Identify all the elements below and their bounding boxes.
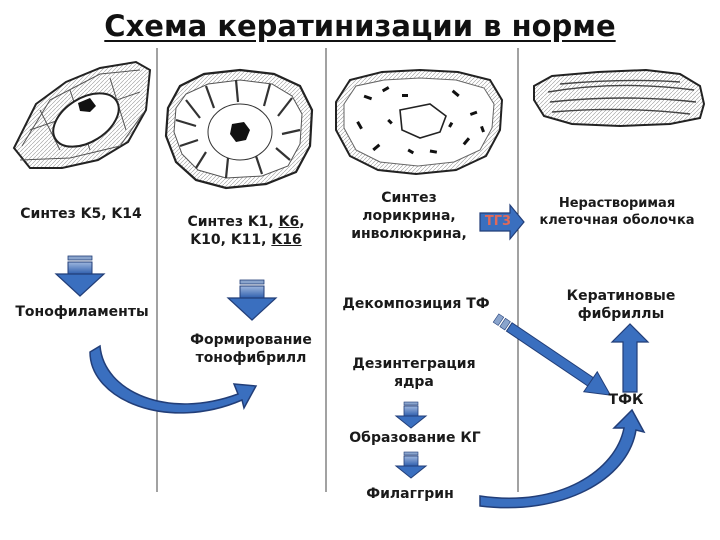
down-arrow-col2: [226, 279, 278, 321]
loricrin-line-1: Синтез: [381, 190, 437, 206]
filaggrin-label: Филаггрин: [366, 486, 454, 502]
synthesis-line-1-prefix: Синтез K1,: [187, 214, 279, 230]
tonofibril-formation-line-2: тонофибрилл: [195, 349, 307, 366]
down-arrow-disintegration: [394, 401, 428, 429]
insoluble-cell-envelope: Нерастворимая клеточная оболочка: [532, 196, 702, 229]
synthesis-line-2-prefix: K10, K11,: [190, 231, 272, 248]
cell-corneocyte-illustration: [533, 68, 706, 128]
tonofibril-formation-line-1: Формирование: [190, 332, 312, 348]
tonofibril-formation: Формирование тонофибрилл: [176, 332, 326, 368]
disintegration-line-2: ядра: [394, 373, 434, 390]
nucleus-disintegration: Дезинтеграция ядра: [344, 356, 484, 392]
tfk-label: ТФК: [608, 392, 644, 408]
envelope-line-1: Нерастворимая: [558, 196, 676, 211]
cell-basal-illustration: [12, 60, 152, 169]
tf-decomposition: Декомпозиция ТФ: [342, 296, 490, 312]
down-arrow-col1: [54, 255, 106, 297]
fibrils-line-1: Кератиновые: [566, 288, 676, 304]
page-title: Схема кератинизации в норме: [104, 9, 616, 43]
envelope-line-2: клеточная оболочка: [539, 212, 695, 228]
disintegration-line-1: Дезинтеграция: [352, 356, 476, 372]
loricrin-involucrin-synthesis: Синтез лорикрина, инволюкрина,: [344, 190, 474, 244]
loricrin-line-2: лорикрина,: [362, 207, 456, 224]
tonofilaments-label: Тонофиламенты: [15, 304, 149, 320]
keratin-k6-label: K6: [278, 214, 300, 230]
kg-formation: Образование КГ: [349, 430, 481, 446]
keratin-k16-label: K16: [271, 231, 302, 248]
synthesis-k1-k6-k10-k11-k16: Синтез K1, K6, K10, K11, K16: [176, 214, 316, 250]
tg3-arrow: [479, 203, 525, 241]
down-arrow-kg: [394, 451, 428, 479]
synthesis-line-1: Синтез K1, K6,: [176, 214, 316, 232]
loricrin-line-3: инволюкрина,: [351, 225, 467, 242]
synthesis-line-2: K10, K11, K16: [176, 232, 316, 250]
curved-arrow-filaggrin: [479, 408, 646, 509]
tg3-label: ТГ3: [484, 214, 512, 229]
cell-granular-illustration: [335, 68, 504, 176]
keratin-fibrils: Кератиновые фибриллы: [546, 288, 696, 324]
cell-spinous-illustration: [164, 68, 314, 190]
synthesis-k5-k14: Синтез K5, K14: [20, 206, 142, 222]
fibrils-line-2: фибриллы: [577, 305, 665, 322]
up-arrow-fibrils: [610, 323, 650, 393]
diagonal-arrow-decomposition: [492, 313, 612, 396]
curved-arrow-tonofilaments: [89, 344, 258, 414]
synthesis-line-1-suffix: ,: [299, 214, 305, 230]
